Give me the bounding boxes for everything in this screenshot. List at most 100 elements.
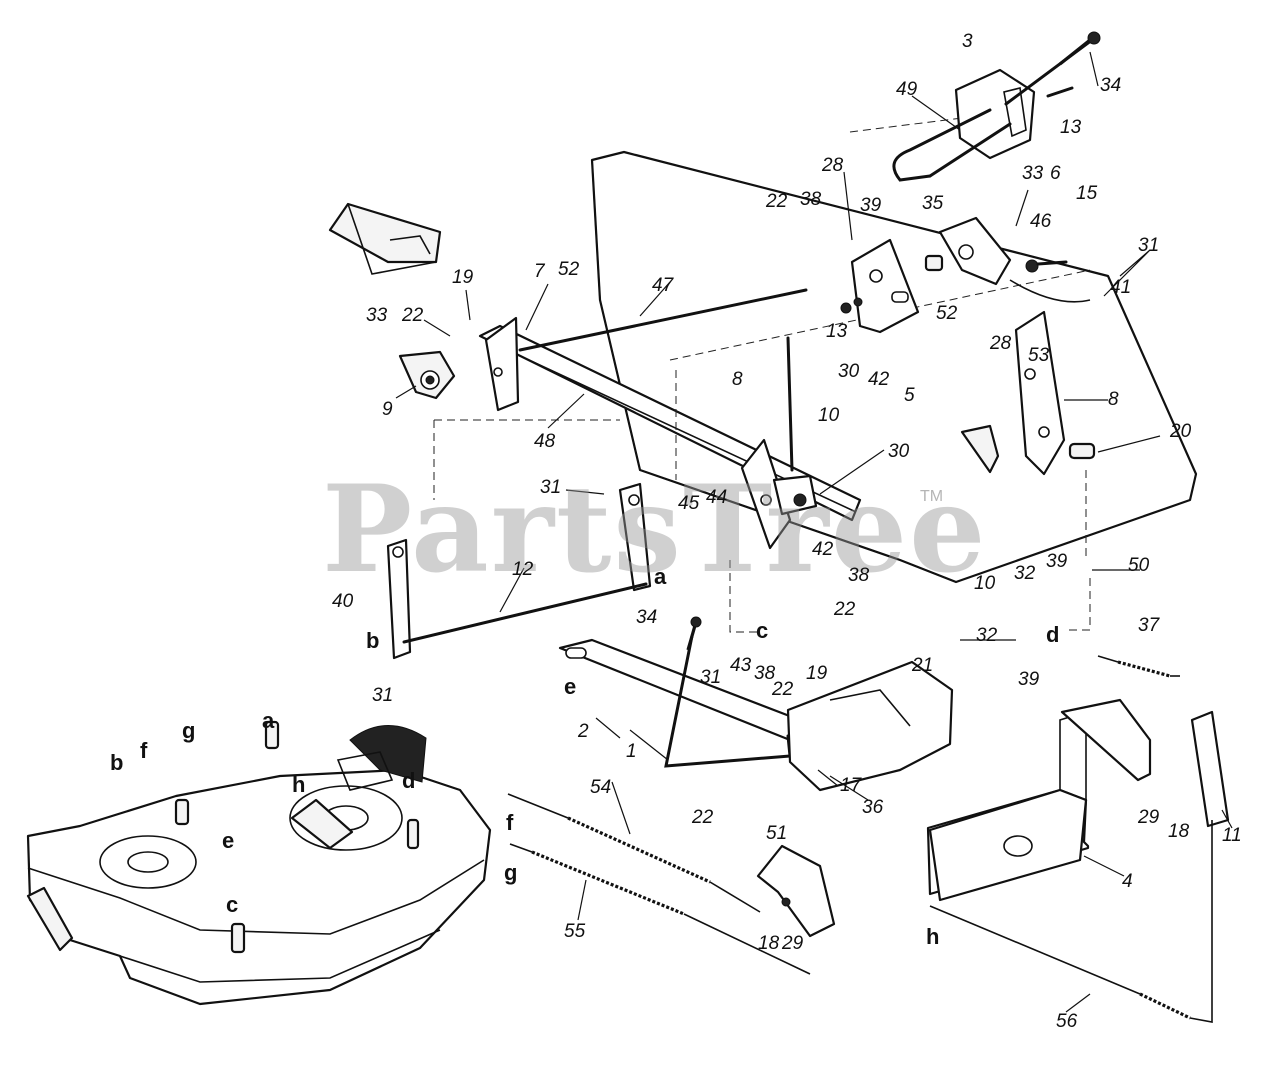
mower-deck: [26, 720, 492, 1006]
spacer-52-right: [924, 254, 944, 272]
connection-letter-b: b: [110, 750, 124, 775]
connection-letter-a: a: [654, 564, 667, 589]
callout-8: 8: [732, 369, 743, 390]
callout-28: 28: [822, 155, 844, 176]
callout-46: 46: [1030, 211, 1052, 232]
callout-37: 37: [1138, 615, 1160, 636]
callout-22: 22: [772, 679, 794, 700]
connection-letter-c: c: [756, 618, 769, 643]
callout-9: 9: [382, 399, 393, 420]
connection-letter-a: a: [262, 708, 275, 733]
callout-38: 38: [754, 663, 776, 684]
callout-43: 43: [730, 655, 752, 676]
callout-18: 18: [1168, 821, 1190, 842]
callout-36: 36: [862, 797, 884, 818]
connection-letter-h: h: [926, 924, 940, 949]
bracket-21: [786, 660, 954, 792]
callout-13: 13: [826, 321, 848, 342]
rod-47: [518, 288, 808, 352]
callout-29: 29: [1138, 807, 1160, 828]
alignment-lines: [433, 370, 1091, 633]
connection-letter-e: e: [564, 674, 577, 699]
callout-8: 8: [1108, 389, 1119, 410]
rod-12: [402, 582, 648, 644]
callout-5: 5: [904, 385, 915, 406]
callout-22: 22: [766, 191, 788, 212]
callout-19: 19: [806, 663, 828, 684]
callout-38: 38: [848, 565, 870, 586]
callout-30: 30: [888, 441, 910, 462]
bolt-13-top: [1046, 86, 1074, 98]
callout-51: 51: [766, 823, 788, 844]
spring-54: [507, 793, 761, 913]
callout-35: 35: [922, 193, 944, 214]
callout-54: 54: [590, 777, 612, 798]
callout-45: 45: [678, 493, 700, 514]
partstree-watermark: PartsTree: [322, 459, 988, 600]
trademark-mark: TM: [920, 488, 944, 505]
callout-12: 12: [512, 559, 534, 580]
callout-49: 49: [896, 79, 918, 100]
callout-52: 52: [558, 259, 580, 280]
connection-letter-g: g: [504, 860, 518, 885]
callout-39: 39: [1046, 551, 1068, 572]
callout-22: 22: [834, 599, 856, 620]
callout-39: 39: [860, 195, 882, 216]
callout-41: 41: [1110, 277, 1132, 298]
callout-38: 38: [800, 189, 822, 210]
bracket-8-middle: [740, 336, 818, 550]
callout-50: 50: [1128, 555, 1150, 576]
callout-15: 15: [1076, 183, 1098, 204]
plate-5: [840, 238, 920, 334]
callout-33: 33: [366, 305, 388, 326]
callout-7: 7: [534, 261, 545, 282]
link-plate-left: [386, 482, 652, 660]
callout-22: 22: [402, 305, 424, 326]
connection-letter-g: g: [182, 718, 196, 743]
callout-17: 17: [840, 775, 862, 796]
lever-34-top: [1004, 31, 1101, 106]
callout-40: 40: [332, 591, 354, 612]
callout-32: 32: [976, 625, 998, 646]
connection-letter-f: f: [506, 810, 514, 835]
spring-37: [1097, 655, 1180, 678]
connection-letter-e: e: [222, 828, 235, 853]
spring-56: [929, 820, 1213, 1023]
callout-32: 32: [1014, 563, 1036, 584]
callout-42: 42: [812, 539, 834, 560]
callout-10: 10: [974, 573, 996, 594]
callout-13: 13: [1060, 117, 1082, 138]
connection-letter-b: b: [366, 628, 380, 653]
callout-55: 55: [564, 921, 586, 942]
plate-51: [756, 844, 836, 938]
frame-channel: [328, 202, 442, 275]
callout-18: 18: [758, 933, 780, 954]
callout-22: 22: [692, 807, 714, 828]
callout-4: 4: [1122, 871, 1133, 892]
spring-55: [509, 843, 811, 975]
callout-39: 39: [1018, 669, 1040, 690]
callout-31: 31: [540, 477, 562, 498]
callout-53: 53: [1028, 345, 1050, 366]
housing-4: [926, 710, 1090, 902]
callout-31: 31: [1138, 235, 1160, 256]
callout-28: 28: [990, 333, 1012, 354]
callout-19: 19: [452, 267, 474, 288]
callout-29: 29: [782, 933, 804, 954]
callout-1: 1: [626, 741, 637, 762]
callout-42: 42: [868, 369, 890, 390]
callout-34: 34: [636, 607, 658, 628]
callout-11: 11: [1222, 825, 1242, 846]
callout-31: 31: [700, 667, 722, 688]
connection-letter-c: c: [226, 892, 239, 917]
callout-48: 48: [534, 431, 556, 452]
callout-6: 6: [1050, 163, 1061, 184]
connection-letter-d: d: [402, 768, 416, 793]
callout-2: 2: [578, 721, 589, 742]
connection-letter-d: d: [1046, 622, 1060, 647]
u-rod-49: [892, 108, 1012, 182]
callout-47: 47: [652, 275, 674, 296]
callout-10: 10: [818, 405, 840, 426]
